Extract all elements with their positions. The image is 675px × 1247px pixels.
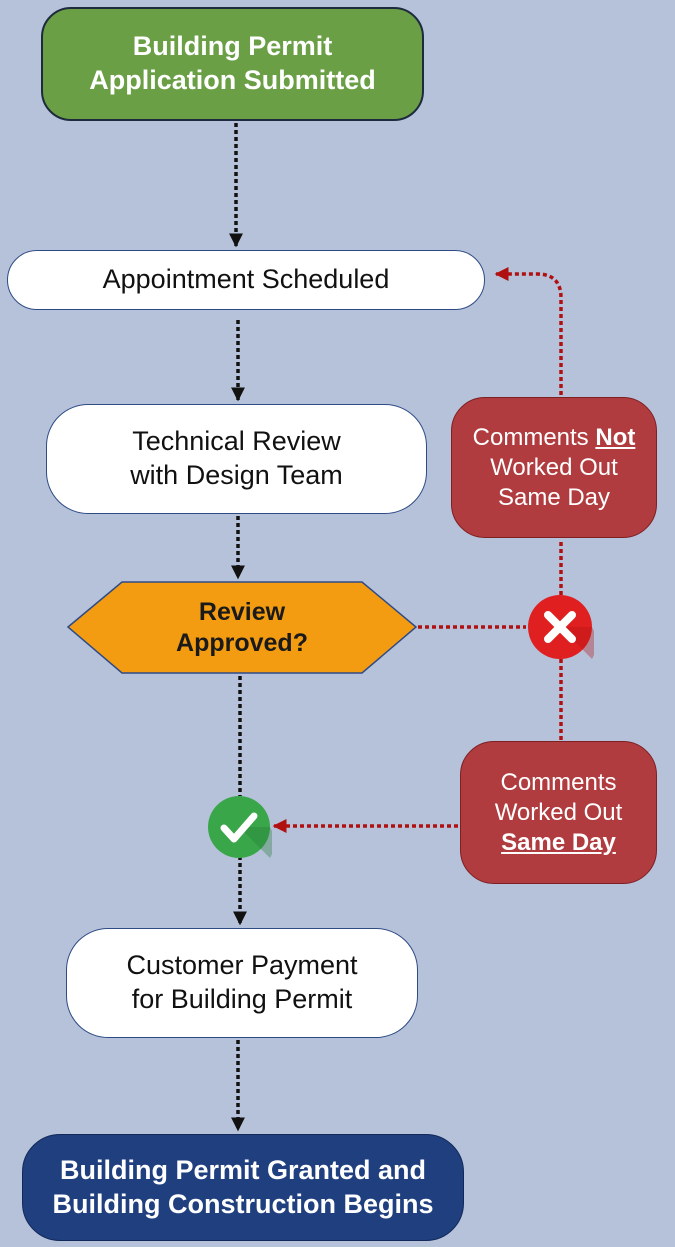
check-circle-icon bbox=[208, 796, 272, 858]
comments-not-pre: Comments bbox=[472, 423, 596, 451]
comments-not-line2: Worked Out bbox=[490, 453, 618, 481]
comments-not-same-day-box: Comments Not Worked Out Same Day bbox=[451, 397, 657, 538]
comments-not-line3: Same Day bbox=[497, 483, 611, 511]
appointment-node: Appointment Scheduled bbox=[7, 250, 485, 310]
payment-node: Customer Payment for Building Permit bbox=[66, 928, 418, 1038]
start-node-line2: Application Submitted bbox=[89, 65, 376, 95]
end-node: Building Permit Granted and Building Con… bbox=[22, 1134, 464, 1241]
comments-not-line1: Comments Not bbox=[473, 423, 636, 453]
start-node: Building Permit Application Submitted bbox=[41, 7, 424, 121]
technical-review-line2: with Design Team bbox=[130, 460, 343, 490]
decision-line1: Review bbox=[198, 597, 286, 626]
comments-same-day-box: Comments Worked Out Same Day bbox=[460, 741, 657, 884]
decision-line2: Approved? bbox=[176, 629, 308, 657]
end-line1: Building Permit Granted and bbox=[59, 1154, 427, 1185]
decision-shape bbox=[66, 581, 418, 674]
comments-not-emphasis: Not bbox=[595, 423, 636, 451]
arrow-comments-not-to-appointment bbox=[494, 267, 563, 395]
comments-same-line2: Worked Out bbox=[494, 798, 623, 826]
technical-review-line1: Technical Review bbox=[132, 426, 341, 457]
start-node-line1: Building Permit bbox=[132, 31, 333, 62]
end-line2: Building Construction Begins bbox=[52, 1188, 434, 1219]
decision-node: Review Approved? bbox=[68, 582, 416, 674]
comments-same-emphasis: Same Day bbox=[501, 828, 616, 856]
appointment-node-label: Appointment Scheduled bbox=[102, 264, 390, 295]
x-circle-icon bbox=[528, 595, 594, 659]
technical-review-node: Technical Review with Design Team bbox=[46, 404, 427, 514]
comments-same-line1: Comments bbox=[500, 768, 617, 796]
payment-line2: for Building Permit bbox=[131, 984, 353, 1014]
payment-line1: Customer Payment bbox=[126, 950, 358, 981]
